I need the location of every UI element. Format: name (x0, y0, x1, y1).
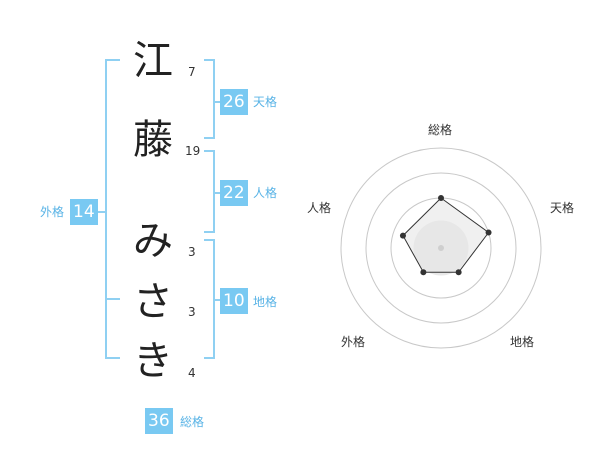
tenkaku-bracket (204, 59, 215, 139)
name-char-4: さ (133, 279, 173, 325)
radar-axis-label-tenkaku: 天格 (550, 201, 575, 215)
radar-axis-label-gaikaku: 外格 (341, 335, 366, 349)
radar-point-1 (438, 195, 444, 201)
name-char-5: き (133, 338, 173, 384)
soukaku-label: 総格 (180, 415, 205, 429)
jinkaku-bracket (204, 150, 215, 233)
name-char-1: 江 (133, 38, 173, 84)
stroke-count-3: 3 (188, 245, 196, 259)
radar-ring-4 (340, 147, 542, 349)
radar-axis-label-chikaku: 地格 (510, 335, 535, 349)
radar-axis-label-soukaku: 総格 (428, 123, 453, 137)
stroke-count-1: 7 (188, 65, 196, 79)
name-char-2: 藤 (133, 117, 173, 163)
jinkaku-label: 人格 (253, 186, 278, 200)
radar-axis-label-jinkaku: 人格 (307, 201, 332, 215)
radar-center-dot (438, 245, 444, 251)
radar-point-5 (399, 232, 406, 239)
gaikaku-label: 外格 (40, 205, 65, 219)
stroke-count-2: 19 (185, 144, 201, 158)
radar-point-3 (455, 269, 462, 276)
stroke-count-5: 4 (188, 366, 196, 380)
soukaku-value-badge: 36 (145, 408, 173, 434)
tenkaku-value-badge: 26 (220, 89, 248, 115)
radar-point-2 (485, 229, 492, 236)
chikaku-label: 地格 (253, 295, 278, 309)
name-char-3: み (133, 218, 173, 264)
radar-ring-3 (365, 172, 517, 324)
tenkaku-label: 天格 (253, 95, 278, 109)
jinkaku-value-badge: 22 (220, 180, 248, 206)
radar-point-4 (420, 269, 427, 276)
gaikaku-bracket (105, 59, 120, 359)
chikaku-value-badge: 10 (220, 288, 248, 314)
gaikaku-value-badge: 14 (70, 199, 98, 225)
stroke-count-4: 3 (188, 305, 196, 319)
radar-series-polygon (402, 197, 490, 273)
